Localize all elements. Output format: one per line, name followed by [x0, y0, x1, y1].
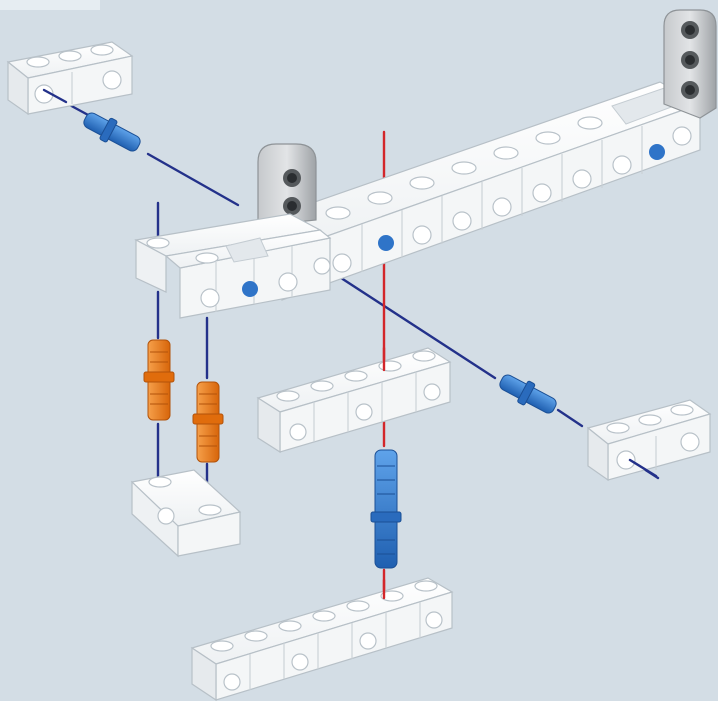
blue-pin-right	[499, 374, 557, 414]
orange-pin-right	[192, 381, 224, 463]
guide-line	[316, 261, 497, 380]
gray-liftarm-right	[663, 9, 717, 119]
long-white-beam-main	[238, 81, 702, 301]
white-beam-3-top-left	[6, 41, 134, 116]
blue-pin-end	[242, 281, 258, 297]
blue-pin-end	[649, 144, 665, 160]
white-beam-front-stack	[134, 213, 332, 319]
blue-pin-end	[378, 235, 394, 251]
guide-line	[146, 152, 240, 207]
gray-liftarm-middle	[257, 143, 317, 227]
white-beam-2-bottom-left	[130, 469, 242, 558]
long-blue-axle-pin	[370, 449, 402, 569]
orange-pin-left	[143, 339, 175, 421]
guide-line	[556, 408, 584, 428]
white-beam-5-middle	[256, 347, 452, 454]
blue-pin-top-left	[83, 112, 141, 152]
white-beam-7-bottom	[190, 577, 454, 701]
corner-tab	[0, 0, 100, 10]
white-beam-3-right	[586, 399, 712, 482]
